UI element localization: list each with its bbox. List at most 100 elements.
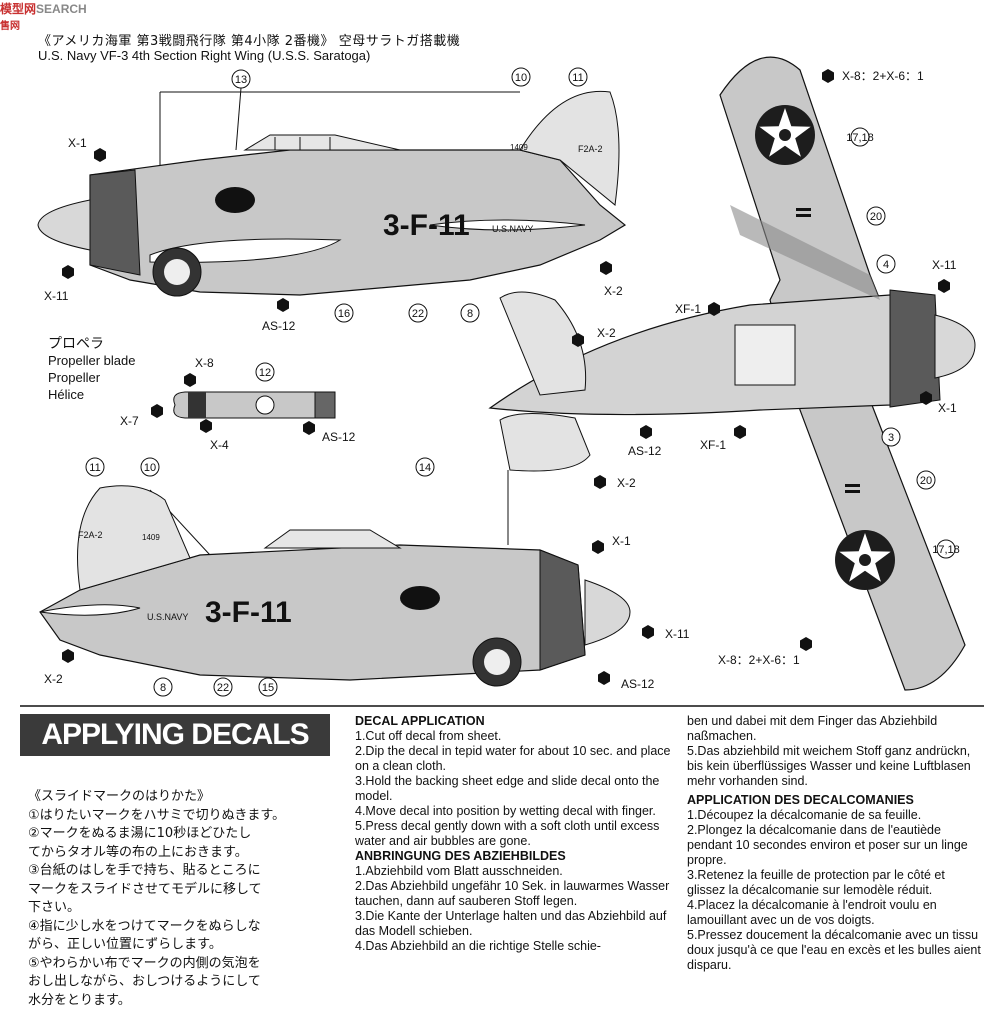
side-view-bottom: 3-F-11 U.S.NAVY F2A-2 1409 xyxy=(39,470,631,687)
jp-line: ③台紙のはしを手で持ち、貼るところに xyxy=(28,863,261,878)
label-x4-prop: X-4 xyxy=(210,438,229,452)
en-step: 1.Cut off decal from sheet. xyxy=(355,729,502,743)
de-step: 3.Die Kante der Unterlage halten und das… xyxy=(355,909,667,938)
watermark-part2: SEARCH xyxy=(36,2,87,16)
underside-view xyxy=(488,56,976,691)
callout-12: 12 xyxy=(259,367,271,379)
callout-20-b: 20 xyxy=(920,475,932,487)
en-step: 5.Press decal gently down with a soft cl… xyxy=(355,819,660,848)
de-step: 2.Das Abziehbild ungefähr 10 Sek. in lau… xyxy=(355,879,670,908)
de-step: 1.Abziehbild vom Blatt ausschneiden. xyxy=(355,864,563,878)
section-heading-fr: APPLICATION DES DECALCOMANIES xyxy=(687,793,914,807)
label-x2-d: X-2 xyxy=(617,476,636,490)
callout-20-a: 20 xyxy=(870,211,882,223)
propeller-titles: Propeller blade Propeller Hélice xyxy=(48,352,135,403)
watermark: 模型网SEARCH 售网 xyxy=(0,0,87,32)
navy-text-top: U.S.NAVY xyxy=(492,224,533,234)
label-x1-a: X-1 xyxy=(68,136,87,150)
jp-line: てからタオル等の布の上におきます。 xyxy=(28,844,248,860)
callouts-top: X-1 X-11 X-2 AS-12 13 10 11 16 22 8 xyxy=(44,67,623,333)
watermark-part1: 模型网 xyxy=(0,2,37,16)
decal-instructions-en-de: DECAL APPLICATION 1.Cut off decal from s… xyxy=(355,714,673,954)
callout-17-18-b: 17,18 xyxy=(932,544,960,556)
label-xf1-a: XF-1 xyxy=(675,302,701,316)
header-en: U.S. Navy VF-3 4th Section Right Wing (U… xyxy=(38,48,371,63)
callout-11-b: 11 xyxy=(89,462,100,474)
propeller-title-de: Propeller xyxy=(48,370,101,385)
fr-step: 3.Retenez la feuille de protection par l… xyxy=(687,868,945,897)
callout-17-18-a: 17,18 xyxy=(846,132,874,144)
watermark-part3: 售网 xyxy=(0,21,20,32)
label-x8-mix-a: X-8：2+X-6：1 xyxy=(842,69,924,83)
propeller-title-fr: Hélice xyxy=(48,387,85,402)
callout-14: 14 xyxy=(419,462,431,474)
label-x1-b: X-1 xyxy=(612,534,631,548)
en-step: 3.Hold the backing sheet edge and slide … xyxy=(355,774,660,803)
side-code-top: 3-F-11 xyxy=(383,209,470,242)
callouts-underside: X-8：2+X-6：1 17,18 20 4 X-11 XF-1 X-2 X-1… xyxy=(572,69,960,667)
aircraft-drawings: 3-F-11 U.S.NAVY F2A-2 1409 X-1 X-11 X-2 … xyxy=(20,56,984,707)
callout-11-a: 11 xyxy=(572,72,583,84)
label-xf1-b: XF-1 xyxy=(700,438,726,452)
label-x2-c: X-2 xyxy=(597,326,616,340)
jp-line: 《スライドマークのはりかた》 xyxy=(28,789,211,804)
jp-line: マークをスライドさせてモデルに移して xyxy=(28,881,262,897)
label-as12-prop: AS-12 xyxy=(322,430,356,444)
callout-10-a: 10 xyxy=(515,72,527,84)
fr-step: 2.Plongez la décalcomanie dans de l'eaut… xyxy=(687,823,968,867)
applying-decals-title: APPLYING DECALS xyxy=(20,714,330,756)
jp-line: 下さい。 xyxy=(28,900,81,915)
jp-line: おし出しながら、おしつけるようにして xyxy=(28,974,261,989)
label-x11-c: X-11 xyxy=(932,258,957,272)
jp-line: ⑤やわらかい布でマークの内側の気泡を xyxy=(28,955,261,971)
header-jp: 《アメリカ海軍 第3戦闘飛行隊 第4小隊 2番機》 空母サラトガ搭載機 xyxy=(38,34,461,49)
de-step: 5.Das abziehbild mit weichem Stoff ganz … xyxy=(687,744,971,788)
serial-bottom: 1409 xyxy=(142,533,160,542)
de-step: 4.Das Abziehbild an die richtige Stelle … xyxy=(355,939,601,953)
label-x11-b: X-11 xyxy=(665,627,690,641)
jp-line: ①はりたいマークをハサミで切りぬきます。 xyxy=(28,807,286,823)
fin-text-bottom: F2A-2 xyxy=(78,530,103,540)
callout-15: 15 xyxy=(262,682,274,694)
callout-10-b: 10 xyxy=(144,462,156,474)
label-x1-c: X-1 xyxy=(938,401,957,415)
label-as12-a: AS-12 xyxy=(262,319,296,333)
navy-text-bottom: U.S.NAVY xyxy=(147,612,188,622)
callout-13-a: 13 xyxy=(235,74,247,86)
label-as12-c: AS-12 xyxy=(628,444,662,458)
fr-step: 1.Découpez la décalcomanie de sa feuille… xyxy=(687,808,922,822)
callout-8-b: 8 xyxy=(160,682,166,694)
propeller-title-jp: プロペラ xyxy=(48,336,104,352)
callouts-bottom: 11 10 14 X-1 X-11 AS-12 X-2 8 22 15 xyxy=(44,457,690,697)
side-code-bottom: 3-F-11 xyxy=(205,596,292,629)
label-x2-a: X-2 xyxy=(604,284,623,298)
jp-line: 水分をとります。 xyxy=(28,992,131,1008)
jp-line: ②マークをぬるま湯に10秒ほどひたし xyxy=(28,826,252,841)
propeller-drawing: X-8 X-7 X-4 AS-12 12 xyxy=(120,356,356,452)
de-step: ben und dabei mit dem Finger das Abziehb… xyxy=(687,714,938,743)
fr-step: 5.Pressez doucement la décalcomanie avec… xyxy=(687,928,981,972)
decal-instructions-jp: 《スライドマークのはりかた》 ①はりたいマークをハサミで切りぬきます。 ②マーク… xyxy=(28,788,338,1010)
fr-step: 4.Placez la décalcomanie à l'endroit vou… xyxy=(687,898,937,927)
callout-22-b: 22 xyxy=(217,682,229,694)
callout-8-a: 8 xyxy=(467,308,473,320)
propeller-title-en: Propeller blade xyxy=(48,353,136,368)
callout-22-a: 22 xyxy=(412,308,424,320)
jp-line: がら、正しい位置にずらします。 xyxy=(28,937,222,952)
side-view-top: 3-F-11 U.S.NAVY F2A-2 1409 xyxy=(37,90,627,297)
jp-line: ④指に少し水をつけてマークをぬらしな xyxy=(28,918,261,934)
label-x8-mix-b: X-8：2+X-6：1 xyxy=(718,653,800,667)
label-x7-prop: X-7 xyxy=(120,414,139,428)
label-x2-b: X-2 xyxy=(44,672,63,686)
callout-4: 4 xyxy=(883,259,889,271)
callout-16-a: 16 xyxy=(338,308,350,320)
serial-top: 1409 xyxy=(510,143,528,152)
label-as12-b: AS-12 xyxy=(621,677,655,691)
callout-3: 3 xyxy=(888,432,894,444)
label-x11-a: X-11 xyxy=(44,289,69,303)
en-step: 4.Move decal into position by wetting de… xyxy=(355,804,656,818)
en-step: 2.Dip the decal in tepid water for about… xyxy=(355,744,671,773)
fin-text-top: F2A-2 xyxy=(578,144,603,154)
section-heading-en: DECAL APPLICATION xyxy=(355,714,485,728)
label-x8-prop: X-8 xyxy=(195,356,214,370)
